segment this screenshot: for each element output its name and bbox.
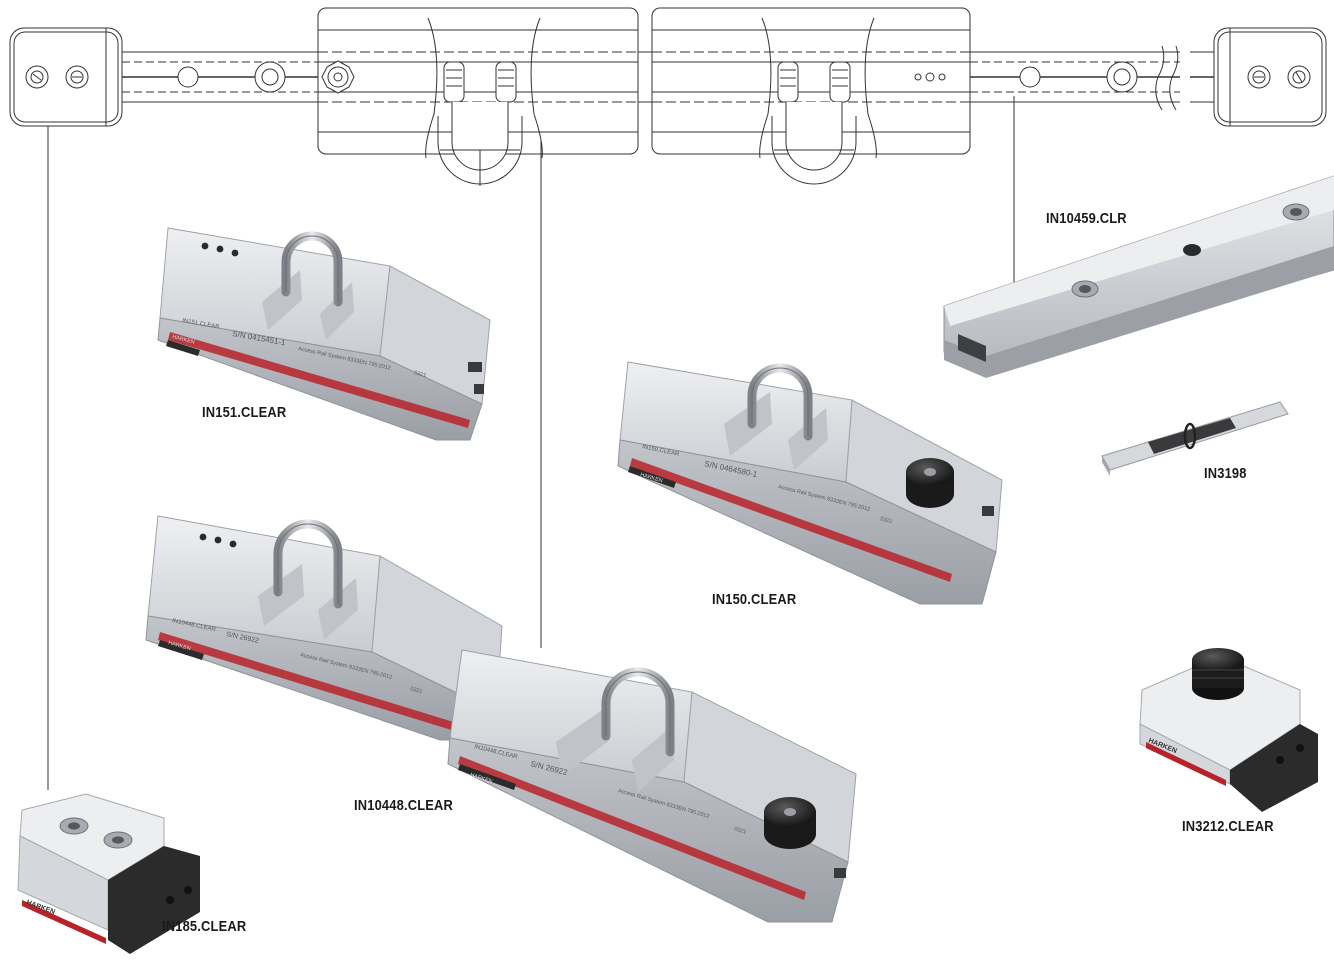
label-in150: IN150.CLEAR xyxy=(712,591,797,608)
end-stop-in3212 xyxy=(1139,648,1318,812)
label-in3212: IN3212.CLEAR xyxy=(1182,818,1274,835)
knob xyxy=(764,797,816,849)
technical-drawing xyxy=(9,7,1327,186)
engraving-in151-cert: 0321 xyxy=(414,370,427,379)
engraving-in10448-cert-front: 0321 xyxy=(409,686,422,695)
label-in151: IN151.CLEAR xyxy=(202,404,287,421)
label-in185: IN185.CLEAR xyxy=(162,918,247,935)
end-stop-in185 xyxy=(17,793,200,954)
trolley-in150 xyxy=(617,361,1003,605)
trolley-in151 xyxy=(157,227,491,441)
label-in3198: IN3198 xyxy=(1204,465,1247,482)
joiner-in3198 xyxy=(1101,401,1289,476)
engraving-in10448-cert-rear: 0321 xyxy=(733,826,747,835)
trolley-in10448 xyxy=(145,515,857,923)
leader-lines xyxy=(47,96,1015,790)
drawing-trolley-left xyxy=(317,7,639,186)
drawing-left-end-stop xyxy=(9,27,123,127)
engraving-in150-cert: 0321 xyxy=(879,516,892,525)
label-in10448: IN10448.CLEAR xyxy=(354,797,454,814)
drawing-track xyxy=(122,45,1220,111)
engraving-in151-brand: HARKEN xyxy=(172,334,196,345)
label-in10459: IN10459.CLR xyxy=(1046,210,1127,227)
knob xyxy=(906,458,954,508)
drawing-trolley-right xyxy=(651,7,971,185)
rail-in10459 xyxy=(943,175,1334,378)
drawing-right-end-stop xyxy=(1213,27,1327,127)
